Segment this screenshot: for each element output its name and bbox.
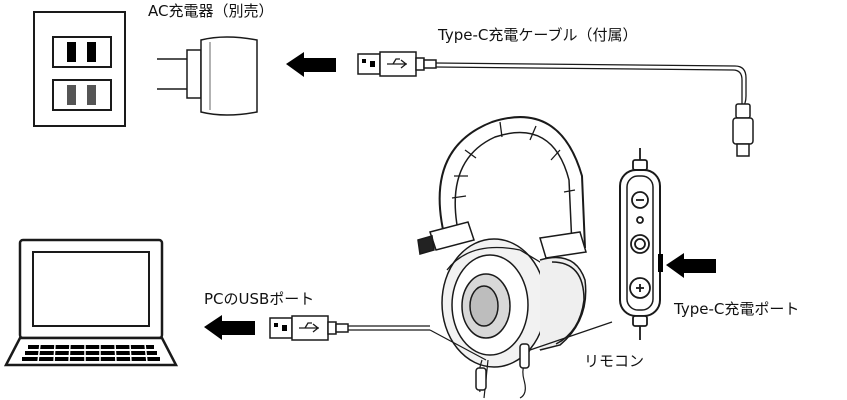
ac-adapter-icon — [157, 36, 258, 116]
headphones-icon — [417, 116, 613, 399]
pc-cable — [348, 325, 430, 331]
arrow-left-icon — [286, 52, 336, 77]
arrow-left-icon — [666, 253, 716, 278]
remote-control-icon — [619, 148, 663, 340]
ac-adapter-label: AC充電器（別売） — [148, 2, 274, 20]
arrow-left-icon — [204, 315, 255, 340]
pc-port-label: PCのUSBポート — [204, 290, 315, 308]
laptop-icon — [3, 238, 179, 367]
remote-label: リモコン — [584, 352, 645, 370]
usb-c-connector-icon — [732, 103, 754, 157]
wall-outlet-icon — [33, 11, 126, 127]
usb-connector-icon — [269, 315, 349, 341]
charge-port-label: Type-C充電ポート — [674, 300, 800, 318]
cable-label: Type-C充電ケーブル（付属） — [438, 26, 638, 44]
usb-connector-icon — [357, 51, 437, 77]
